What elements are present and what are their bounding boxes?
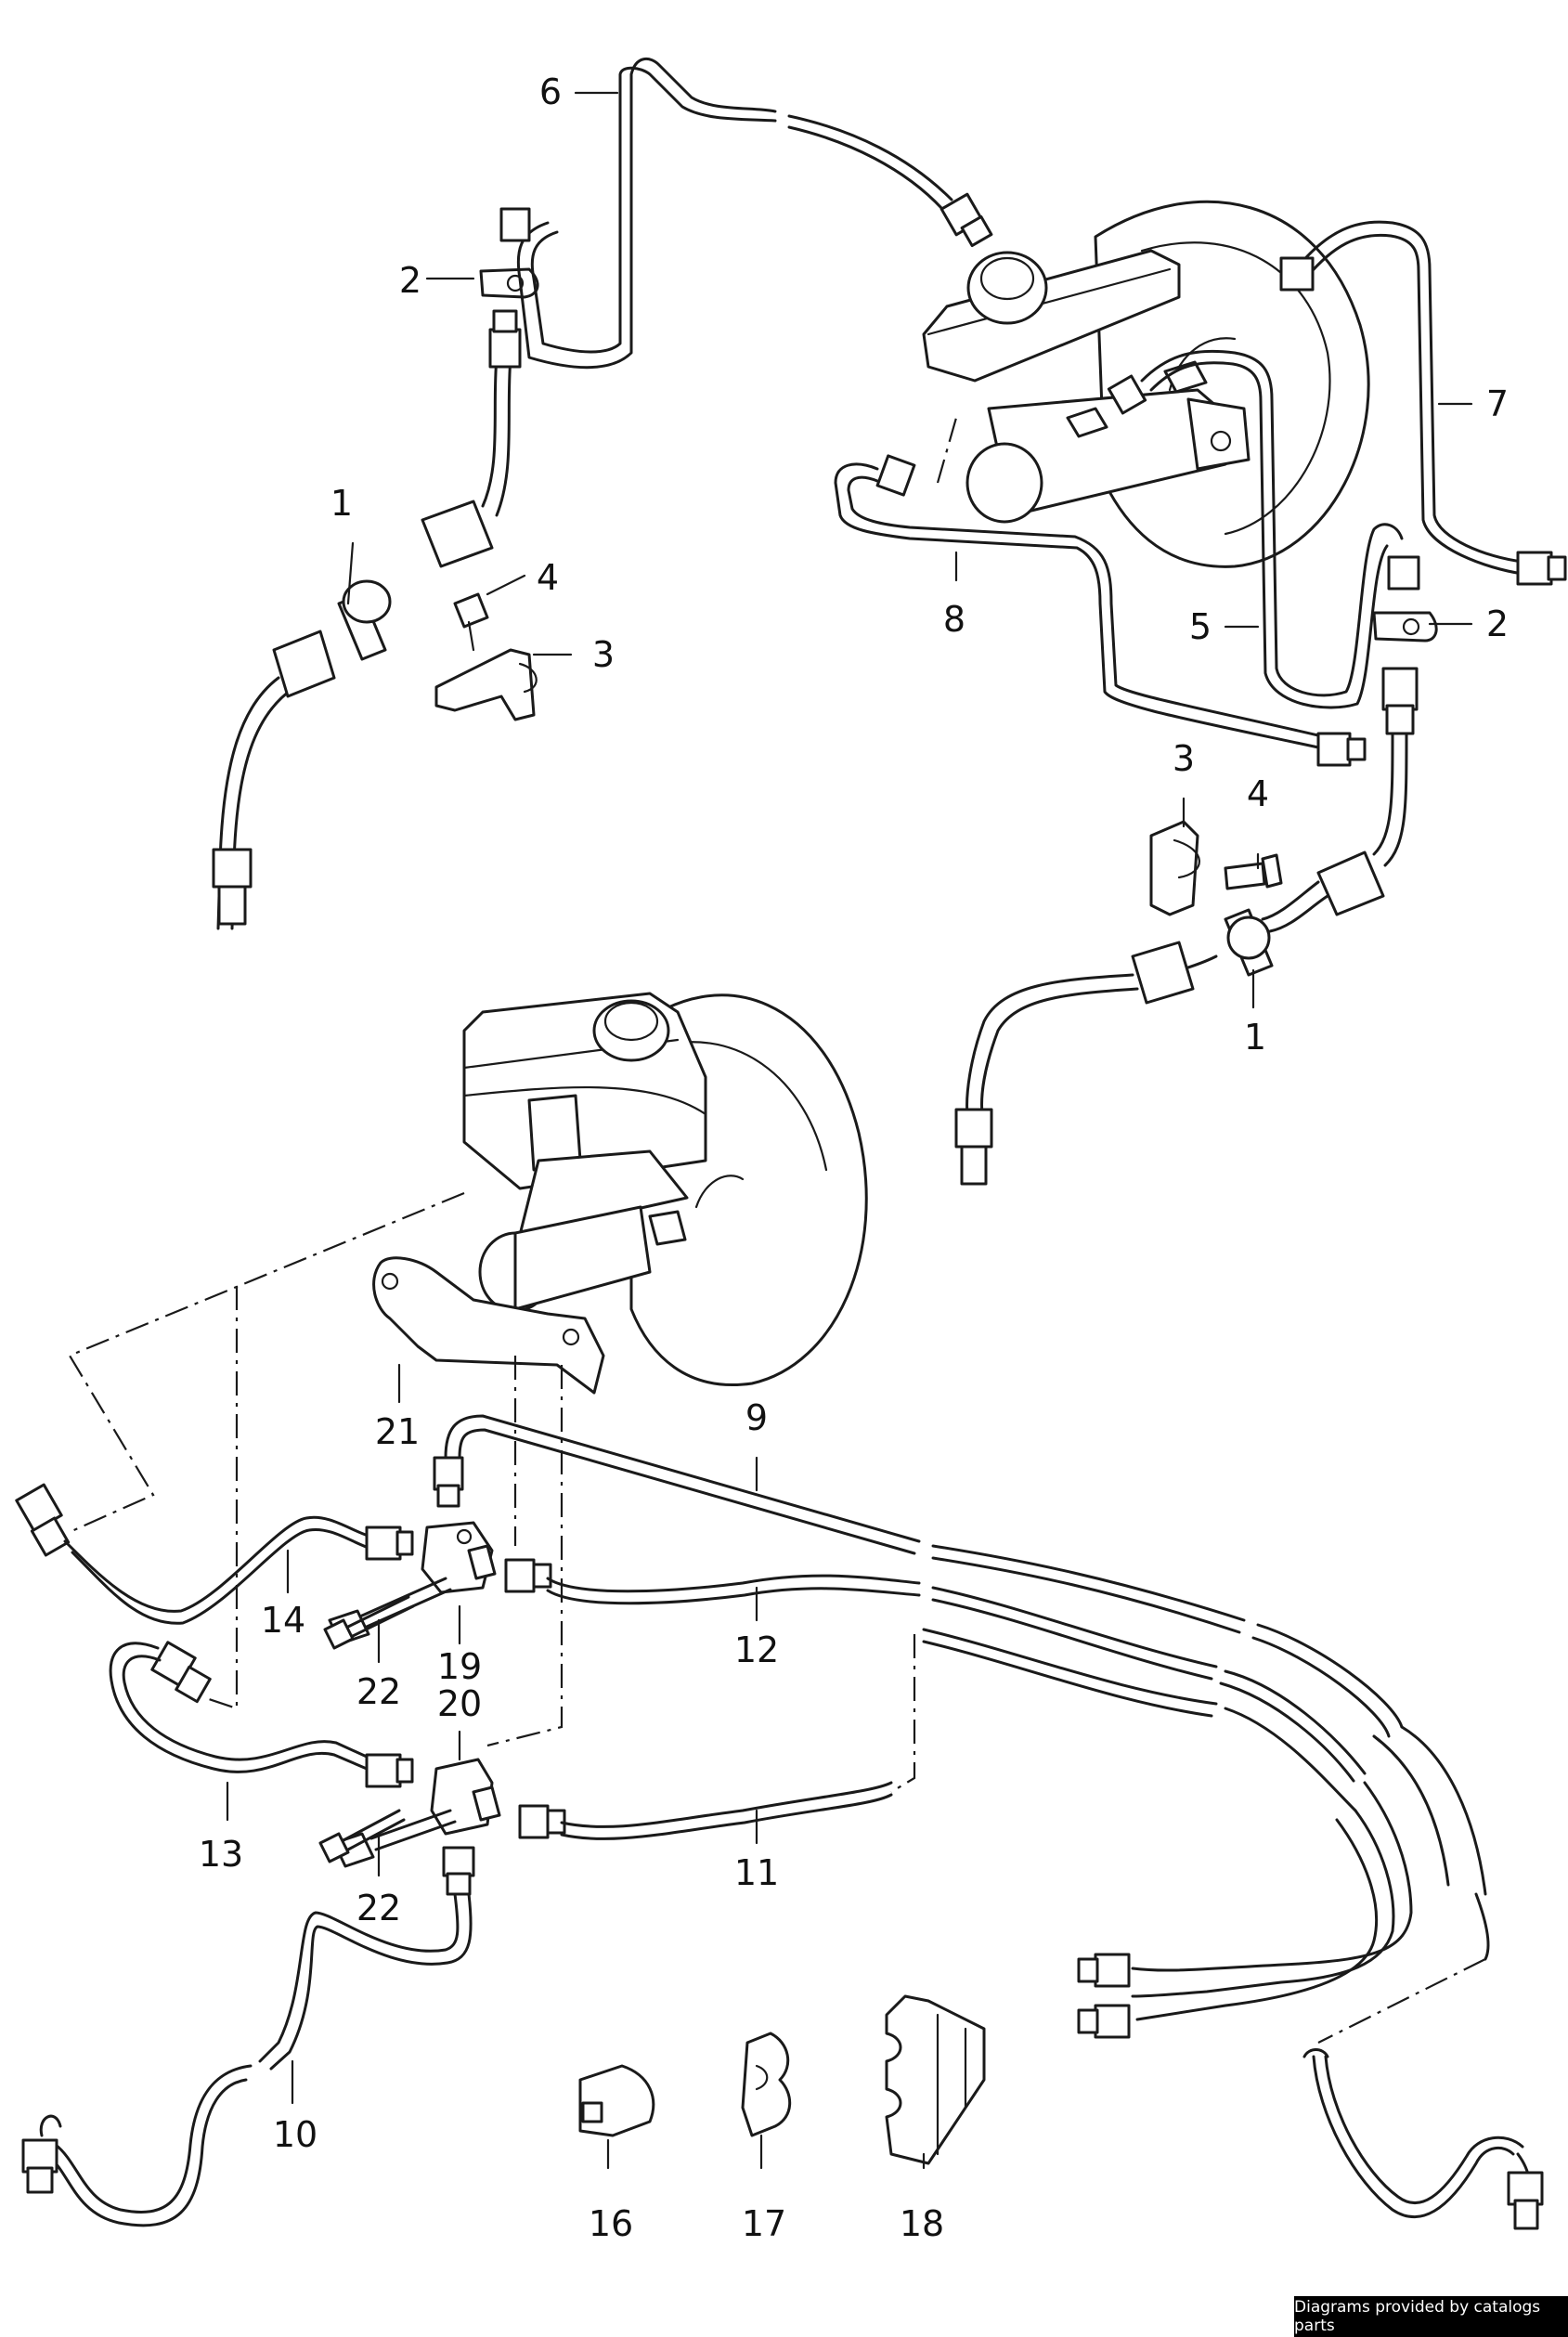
callout-10: 10 (273, 2114, 317, 2155)
callout-17: 17 (742, 2203, 786, 2244)
bolt-22-lower (318, 1809, 406, 1863)
clip-upper-left (479, 267, 539, 299)
master-cylinder-lower (462, 992, 707, 1313)
diagram-credit-text: Diagrams provided by catalogs parts (1294, 2298, 1541, 2335)
callout-3-upper-left: 3 (592, 634, 615, 675)
callout-18: 18 (900, 2203, 944, 2244)
callout-16: 16 (589, 2203, 633, 2244)
callout-2-upper-right: 2 (1486, 604, 1509, 644)
brake-line-5 (1107, 349, 1420, 709)
clip-18 (885, 1994, 986, 2165)
callout-22-lower: 22 (356, 1888, 401, 1928)
brake-line-7 (1279, 220, 1567, 586)
bracket-upper-right (1149, 820, 1283, 916)
callout-6: 6 (539, 71, 562, 112)
callout-21: 21 (375, 1411, 420, 1452)
callout-20: 20 (437, 1683, 482, 1724)
distributor-fitting-19 (328, 1521, 497, 1645)
brake-hose-lower-right (1302, 2048, 1544, 2230)
callout-14: 14 (261, 1600, 305, 1641)
callout-8: 8 (943, 599, 965, 640)
bracket-21 (372, 1256, 605, 1395)
callout-1-upper-left: 1 (330, 483, 353, 524)
callout-22-upper: 22 (356, 1671, 401, 1712)
clip-17 (741, 2032, 792, 2137)
brake-hose-upper-right (954, 667, 1419, 1186)
callout-7: 7 (1486, 383, 1509, 424)
callout-13: 13 (199, 1834, 243, 1875)
brake-line-6 (499, 57, 993, 370)
callout-5: 5 (1189, 606, 1212, 647)
reference-lines-lower (68, 1191, 1486, 2044)
callout-1-upper-right: 1 (1244, 1017, 1266, 1058)
bolt-22-upper (323, 1595, 415, 1650)
diagram-credit-badge: Diagrams provided by catalogs parts (1294, 2296, 1568, 2337)
clip-upper-right (1372, 611, 1438, 643)
master-cylinder-upper (922, 249, 1251, 524)
brake-hose-upper-left (212, 309, 522, 930)
brake-line-bundle (433, 1414, 1490, 2039)
callout-12: 12 (734, 1629, 779, 1670)
leader-lines (226, 91, 1473, 2170)
brake-line-14 (15, 1483, 414, 1625)
callout-4-upper-right: 4 (1247, 773, 1269, 814)
callout-4-upper-left: 4 (537, 557, 559, 598)
bracket-upper-left (434, 592, 538, 721)
callout-2-upper-left: 2 (399, 260, 421, 301)
callout-3-upper-right: 3 (1173, 738, 1195, 779)
distributor-fitting-20 (332, 1758, 501, 1896)
callout-9: 9 (745, 1397, 768, 1438)
brake-line-13 (109, 1641, 414, 1788)
brake-line-10 (21, 1892, 473, 2227)
brake-line-8 (834, 417, 1367, 767)
callout-labels: 1 2 3 4 6 7 5 2 8 3 4 1 21 9 14 19 12 22… (199, 71, 1509, 2244)
callout-19: 19 (437, 1646, 482, 1687)
clip-16 (578, 2064, 655, 2137)
callout-11: 11 (734, 1852, 779, 1893)
